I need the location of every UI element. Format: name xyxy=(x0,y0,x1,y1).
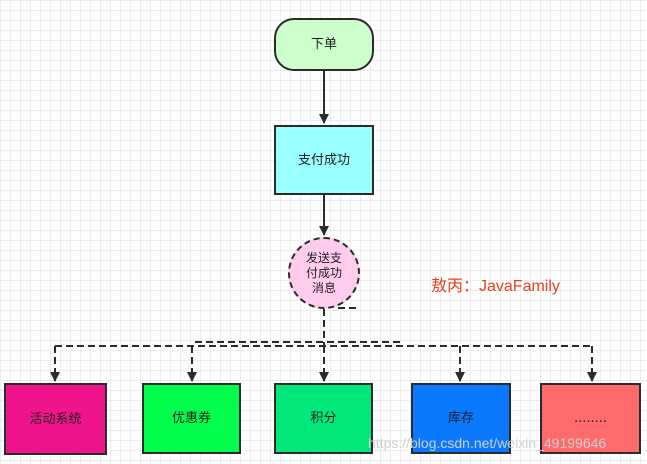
send-message-line-1: 发送支 xyxy=(305,250,342,265)
send-message-line-3: 消息 xyxy=(311,280,336,295)
coupon-node: 优惠券 xyxy=(142,383,241,454)
send-message-node: 发送支 付成功 消息 xyxy=(288,237,360,309)
payment-success-node: 支付成功 xyxy=(274,125,374,195)
watermark: https://blog.csdn.net/weixin_49199646 xyxy=(368,435,607,451)
send-message-line-2: 付成功 xyxy=(305,265,342,280)
order-node: 下单 xyxy=(274,18,374,71)
points-node: 积分 xyxy=(274,383,373,454)
edge-message-fanout xyxy=(50,307,597,382)
author-annotation: 敖丙：JavaFamily xyxy=(431,278,560,295)
activity-system-node: 活动系统 xyxy=(4,383,107,455)
more-systems-node: ........ xyxy=(540,383,641,454)
inventory-node: 库存 xyxy=(411,383,511,454)
